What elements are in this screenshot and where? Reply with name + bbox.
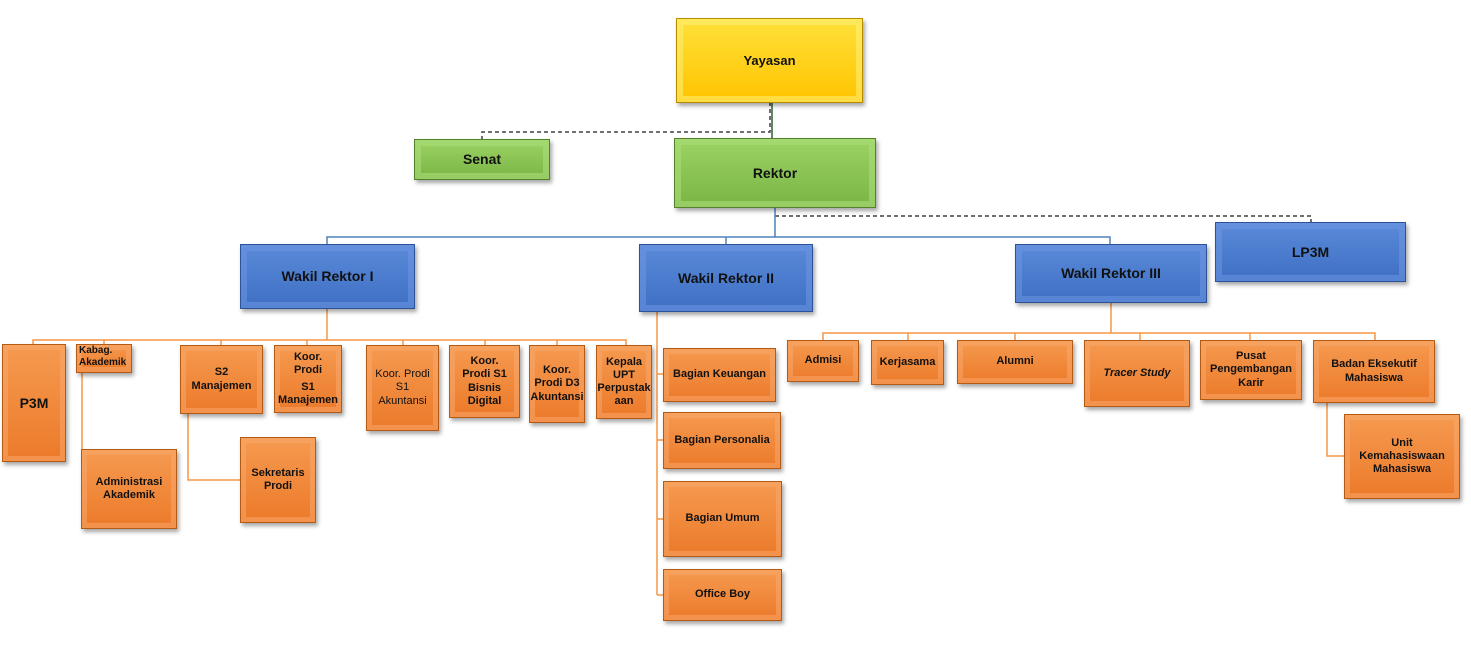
node-kerjasama-label: Kerjasama: [879, 355, 936, 368]
node-koor-d3-akuntansi-label: Koor. Prodi D3 Akuntansi: [530, 364, 584, 403]
node-wakil-rektor-1[interactable]: Wakil Rektor I: [240, 244, 415, 309]
node-sekretaris-prodi-label: Sekretaris Prodi: [251, 466, 305, 492]
node-koor-s1-bisnis-digital[interactable]: Koor. Prodi S1 Bisnis Digital: [449, 345, 520, 418]
node-sekretaris-prodi[interactable]: Sekretaris Prodi: [240, 437, 316, 523]
node-bagian-keuangan[interactable]: Bagian Keuangan: [663, 348, 776, 402]
node-koor-s1-manajemen[interactable]: Koor. Prodi S1 Manajemen: [274, 345, 342, 413]
node-administrasi-akademik[interactable]: Administrasi Akademik: [81, 449, 177, 529]
node-tracer-study[interactable]: Tracer Study: [1084, 340, 1190, 407]
node-koor-s1-akuntansi-label: Koor. Prodi S1 Akuntansi: [375, 368, 430, 407]
node-koor-s1-manajemen-label-2: S1 Manajemen: [278, 380, 338, 406]
node-wakil-rektor-2[interactable]: Wakil Rektor II: [639, 244, 813, 312]
node-tracer-study-label: Tracer Study: [1103, 366, 1171, 379]
connector-rektor-lp3m: [775, 215, 1312, 223]
connector-s2-sekretaris: [187, 414, 241, 481]
node-lp3m[interactable]: LP3M: [1215, 222, 1406, 282]
node-wakil-rektor-3[interactable]: Wakil Rektor III: [1015, 244, 1207, 303]
node-wakil-rektor-1-label: Wakil Rektor I: [281, 268, 374, 285]
node-yayasan[interactable]: Yayasan: [676, 18, 863, 103]
connector-wr1-units: [32, 308, 627, 345]
node-lp3m-label: LP3M: [1291, 243, 1330, 260]
node-alumni[interactable]: Alumni: [957, 340, 1073, 384]
node-unit-kemahasiswaan-label: Unit Kemahasiswaan Mahasiswa: [1359, 436, 1445, 476]
dashed-connectors: [481, 102, 1312, 223]
connector-yayasan-senat: [481, 102, 771, 139]
node-kabag-akademik-label: Kabag. Akademik: [79, 345, 127, 368]
node-wakil-rektor-2-label: Wakil Rektor II: [678, 269, 774, 286]
node-bagian-personalia[interactable]: Bagian Personalia: [663, 412, 781, 469]
node-s2-manajemen-label: S2 Manajemen: [191, 366, 252, 392]
node-pusat-pengembangan-karir[interactable]: Pusat Pengembangan Karir: [1200, 340, 1302, 400]
node-office-boy-label: Office Boy: [694, 588, 750, 601]
node-yayasan-label: Yayasan: [743, 52, 796, 68]
node-rektor[interactable]: Rektor: [674, 138, 876, 208]
node-kepala-upt-perpustakaan[interactable]: Kepala UPT Perpustak aan: [596, 345, 652, 419]
node-wakil-rektor-3-label: Wakil Rektor III: [1061, 265, 1161, 282]
blue-connectors: [326, 207, 1111, 245]
node-p3m[interactable]: P3M: [2, 344, 66, 462]
node-senat-label: Senat: [462, 151, 502, 168]
node-kerjasama[interactable]: Kerjasama: [871, 340, 944, 385]
node-pusat-pengembangan-karir-label: Pusat Pengembangan Karir: [1210, 350, 1292, 389]
connector-wr3-units: [822, 302, 1376, 341]
node-badan-eksekutif-mahasiswa-label: Badan Eksekutif Mahasiswa: [1331, 358, 1417, 384]
node-koor-s1-akuntansi[interactable]: Koor. Prodi S1 Akuntansi: [366, 345, 439, 431]
node-kabag-akademik[interactable]: Kabag. Akademik: [76, 344, 132, 373]
node-koor-s1-manajemen-label-1: Koor. Prodi: [293, 351, 323, 377]
node-bagian-keuangan-label: Bagian Keuangan: [673, 368, 766, 381]
node-admisi-label: Admisi: [804, 354, 842, 367]
node-bagian-personalia-label: Bagian Personalia: [674, 433, 770, 446]
node-s2-manajemen[interactable]: S2 Manajemen: [180, 345, 263, 414]
orange-connectors: [32, 302, 1376, 596]
node-senat[interactable]: Senat: [414, 139, 550, 180]
node-alumni-label: Alumni: [996, 355, 1034, 368]
connector-bem-ukm: [1326, 403, 1345, 457]
node-admisi[interactable]: Admisi: [787, 340, 859, 382]
node-kepala-upt-perpustakaan-label: Kepala UPT Perpustak aan: [597, 355, 651, 408]
node-p3m-label: P3M: [19, 394, 49, 411]
node-bagian-umum[interactable]: Bagian Umum: [663, 481, 782, 557]
node-koor-s1-bisnis-digital-label: Koor. Prodi S1 Bisnis Digital: [462, 355, 507, 407]
connector-rektor-wr: [326, 207, 1111, 245]
node-administrasi-akademik-label: Administrasi Akademik: [95, 475, 163, 501]
node-bagian-umum-label: Bagian Umum: [685, 512, 760, 525]
node-koor-d3-akuntansi[interactable]: Koor. Prodi D3 Akuntansi: [529, 345, 585, 423]
node-badan-eksekutif-mahasiswa[interactable]: Badan Eksekutif Mahasiswa: [1313, 340, 1435, 403]
connector-wr2-units: [656, 312, 664, 596]
node-office-boy[interactable]: Office Boy: [663, 569, 782, 621]
node-rektor-label: Rektor: [752, 164, 798, 181]
node-unit-kemahasiswaan[interactable]: Unit Kemahasiswaan Mahasiswa: [1344, 414, 1460, 499]
